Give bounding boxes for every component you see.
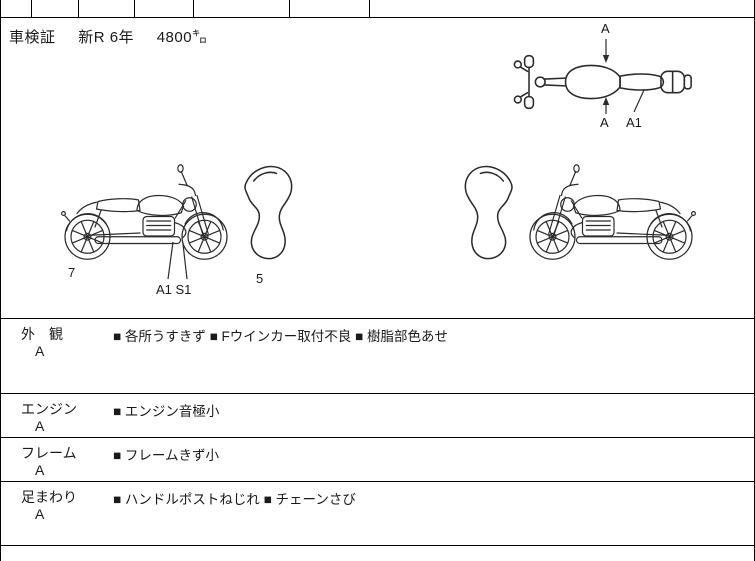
diagram-left-side: 7 A1 S1 5 bbox=[56, 150, 306, 302]
section-title: フレーム bbox=[21, 445, 77, 461]
mark-label-a1-bottom: A1 bbox=[626, 115, 642, 130]
diagram-right-side bbox=[451, 150, 701, 302]
column-divider bbox=[289, 0, 290, 17]
annotation-arrows bbox=[602, 39, 645, 114]
section-grade: A bbox=[35, 418, 45, 434]
section-exterior: 外 観 A ■ 各所うすきず ■ Fウインカー取付不良 ■ 樹脂部色あせ bbox=[1, 318, 754, 393]
registration-line: 車検証 新R 6年 4800㌔ bbox=[9, 26, 226, 47]
section-notes: ■ 各所うすきず ■ Fウインカー取付不良 ■ 樹脂部色あせ bbox=[113, 329, 448, 344]
section-frame: フレーム A ■ フレームきず小 bbox=[1, 437, 754, 481]
header-table-row bbox=[1, 0, 754, 18]
column-divider bbox=[134, 0, 135, 17]
annotation-leader-lines bbox=[167, 241, 188, 280]
column-divider bbox=[31, 0, 32, 17]
section-grade: A bbox=[35, 343, 45, 359]
column-divider bbox=[369, 0, 370, 17]
front-section-art bbox=[464, 165, 513, 260]
section-notes: ■ エンジン音極小 bbox=[113, 404, 220, 419]
mirrored-art-wrapper bbox=[451, 150, 701, 302]
section-notes: ■ フレームきず小 bbox=[113, 448, 219, 463]
section-engine: エンジン A ■ エンジン音極小 bbox=[1, 393, 754, 437]
section-grade: A bbox=[35, 506, 45, 522]
section-title: 足まわり bbox=[21, 489, 77, 505]
motorcycle-side-view-art bbox=[529, 164, 696, 260]
mark-label-a-top: A bbox=[601, 21, 610, 36]
mark-label-a-bottom: A bbox=[600, 115, 609, 130]
registration-label: 車検証 bbox=[9, 29, 56, 46]
zone-label-5: 5 bbox=[256, 271, 264, 286]
section-grade: A bbox=[35, 462, 45, 478]
registration-mileage: 4800㌔ bbox=[156, 29, 208, 46]
registration-term: 新R 6年 bbox=[78, 29, 135, 46]
column-divider bbox=[193, 0, 194, 17]
section-title: 外 観 bbox=[21, 326, 63, 342]
column-divider bbox=[78, 0, 79, 17]
section-undercarriage: 足まわり A ■ ハンドルポストねじれ ■ チェーンさび bbox=[1, 481, 754, 546]
diagram-top-view: A A A1 bbox=[506, 21, 701, 134]
section-notes: ■ ハンドルポストねじれ ■ チェーンさび bbox=[113, 492, 356, 507]
mark-label-a1-s1: A1 S1 bbox=[156, 282, 192, 297]
section-title: エンジン bbox=[21, 401, 77, 417]
zone-label-7: 7 bbox=[68, 265, 76, 280]
